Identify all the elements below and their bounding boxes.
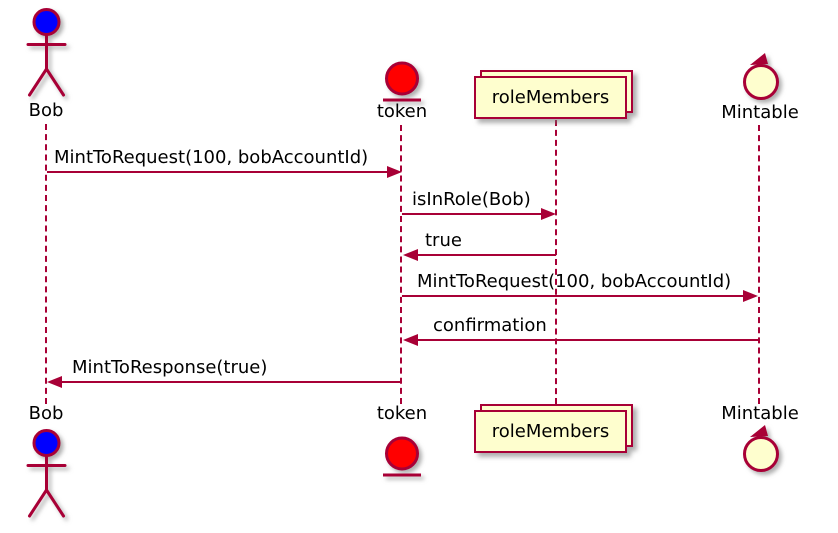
participant-label-token-bottom: token [376, 403, 428, 424]
participant-label-rolemembers-bottom: roleMembers [474, 410, 627, 453]
entity-icon [383, 61, 421, 102]
participant-label-mintable-bottom: Mintable [721, 403, 799, 424]
participant-label-rolemembers-top: roleMembers [474, 76, 627, 119]
message-6-arrowhead [47, 376, 62, 388]
participant-label-mintable-top: Mintable [721, 102, 799, 123]
message-5-line [418, 339, 759, 341]
message-1-arrowhead [387, 166, 402, 178]
message-4-line [402, 295, 743, 297]
message-6-label: MintToResponse(true) [72, 357, 268, 378]
message-3-line [418, 254, 556, 256]
lifeline-mintable [758, 125, 760, 404]
lifeline-bob [45, 124, 47, 404]
message-5-arrowhead [403, 334, 418, 346]
control-icon [743, 425, 779, 472]
message-3-arrowhead [403, 249, 418, 261]
lifeline-rolemembers [555, 120, 557, 404]
message-1-line [47, 171, 389, 173]
message-2-line [402, 213, 541, 215]
collections-box-bottom: roleMembers [474, 404, 634, 454]
entity-icon [383, 436, 421, 477]
message-5-label: confirmation [433, 315, 547, 336]
message-2-arrowhead [541, 208, 556, 220]
control-icon [743, 53, 779, 100]
message-1-label: MintToRequest(100, bobAccountId) [54, 147, 369, 168]
message-4-label: MintToRequest(100, bobAccountId) [417, 271, 732, 292]
collections-box-top: roleMembers [474, 70, 634, 120]
participant-label-bob-bottom: Bob [28, 403, 64, 424]
message-2-label: isInRole(Bob) [412, 189, 531, 210]
message-3-label: true [425, 230, 462, 251]
lifeline-token [400, 125, 402, 404]
actor-icon [26, 8, 67, 97]
actor-icon [26, 429, 67, 518]
message-4-arrowhead [743, 290, 758, 302]
participant-label-bob-top: Bob [28, 100, 64, 121]
participant-label-token-top: token [376, 101, 428, 122]
message-6-line [62, 381, 401, 383]
